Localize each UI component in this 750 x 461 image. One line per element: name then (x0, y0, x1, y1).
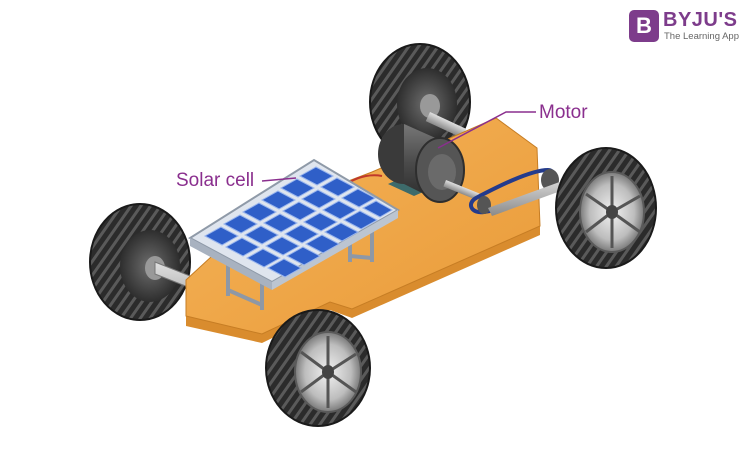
wheel-front-left (89, 203, 191, 321)
brand-name: BYJU'S (663, 9, 738, 31)
wheel-icon (265, 309, 371, 427)
solar-cell-label: Solar cell (176, 170, 255, 191)
motor-icon (378, 124, 480, 203)
brand-tagline: The Learning App (664, 31, 740, 42)
brand-logo: B BYJU'S The Learning App (629, 9, 744, 44)
rear-axle (425, 112, 467, 138)
motor-label: Motor (539, 102, 588, 123)
solar-panel-icon (188, 158, 400, 290)
brand-mark-icon: B (629, 10, 659, 42)
wheel-back-right (555, 147, 657, 269)
wire (349, 174, 383, 183)
motor-leader (437, 111, 536, 149)
solar-cell-leader (261, 177, 297, 182)
belt-icon (468, 167, 580, 216)
